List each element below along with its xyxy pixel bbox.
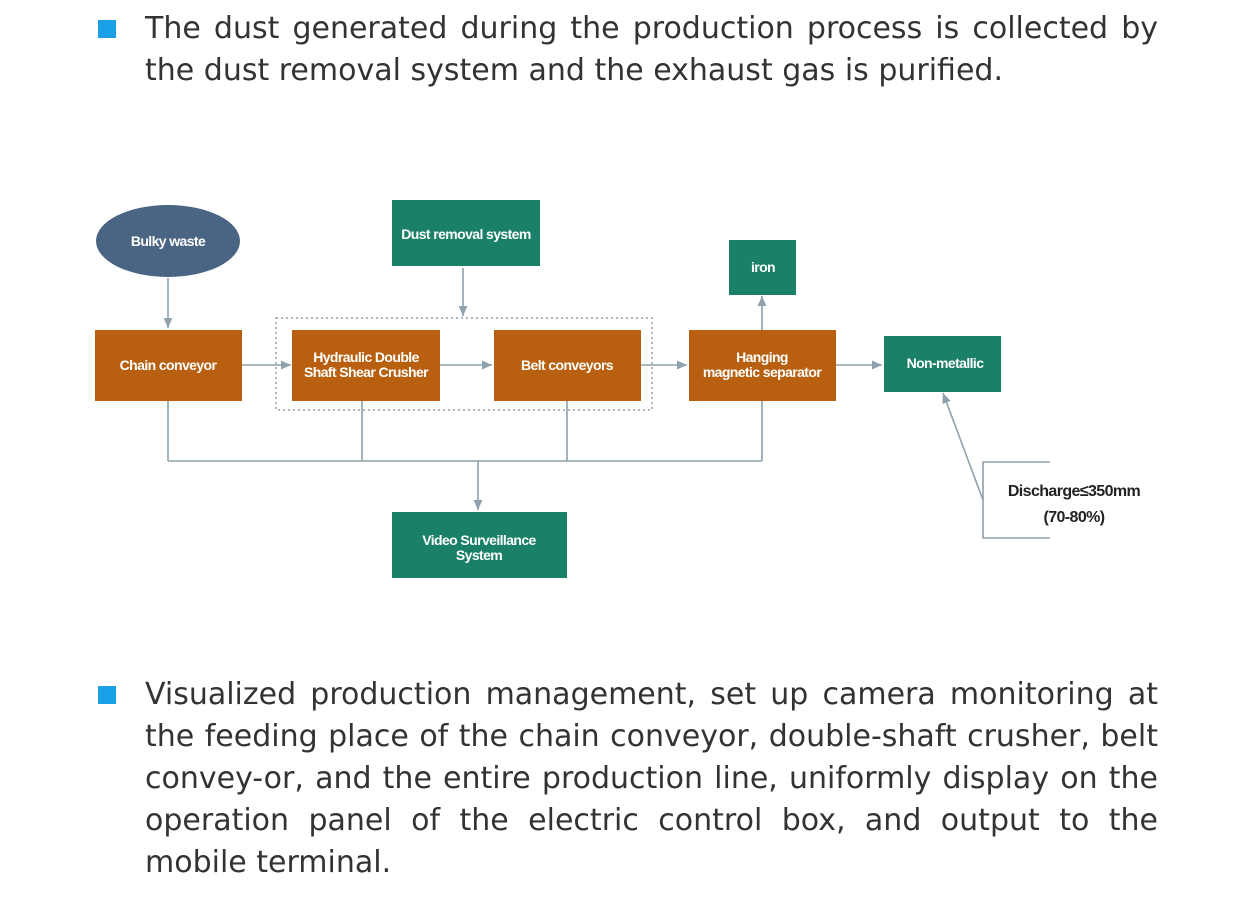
paragraph-text: The dust generated during the production… (145, 11, 1158, 88)
node-belt-conveyors: Belt conveyors (494, 330, 641, 401)
node-label: Belt conveyors (521, 357, 614, 373)
node-label: Non-metallic (907, 355, 985, 371)
node-hanging-magnetic-separator: Hanging magnetic separator (689, 330, 836, 401)
node-non-metallic: Non-metallic (884, 336, 1001, 392)
paragraph-text: Visualized production management, set up… (145, 677, 1158, 880)
node-iron: iron (729, 240, 796, 295)
node-label: Dust removal system (401, 226, 531, 242)
node-bulky-waste: Bulky waste (96, 205, 240, 277)
node-label: Bulky waste (131, 233, 206, 249)
node-video-surveillance-system: Video Surveillance System (392, 512, 567, 578)
node-label-line2: magnetic separator (703, 364, 823, 380)
discharge-bracket (982, 461, 1050, 539)
node-dust-removal-system: Dust removal system (392, 200, 540, 266)
bullet-paragraph-dust: The dust generated during the production… (98, 8, 1158, 92)
discharge-note-line2: (70-80%) (1043, 509, 1104, 526)
discharge-note: Discharge≤350mm (70-80%) (1008, 483, 1141, 526)
node-label: iron (751, 259, 775, 275)
node-chain-conveyor: Chain conveyor (95, 330, 242, 401)
bullet-paragraph-video: Visualized production management, set up… (98, 674, 1158, 884)
bullet-square-icon (98, 686, 116, 704)
discharge-note-line1: Discharge≤350mm (1008, 483, 1141, 500)
arrow-discharge-to-nonmetallic (942, 392, 984, 501)
bullet-square-icon (98, 20, 116, 38)
node-label-line2: Shaft Shear Crusher (304, 364, 429, 380)
node-label: Chain conveyor (120, 357, 218, 373)
connector-lines (163, 268, 1050, 539)
node-label-line1: Video Surveillance (422, 532, 536, 548)
node-hydraulic-shear-crusher: Hydraulic Double Shaft Shear Crusher (292, 330, 440, 401)
node-label-line1: Hydraulic Double (313, 349, 419, 365)
node-label-line1: Hanging (736, 349, 788, 365)
crushing-group-outline (275, 317, 653, 411)
node-label-line2: System (456, 547, 502, 563)
